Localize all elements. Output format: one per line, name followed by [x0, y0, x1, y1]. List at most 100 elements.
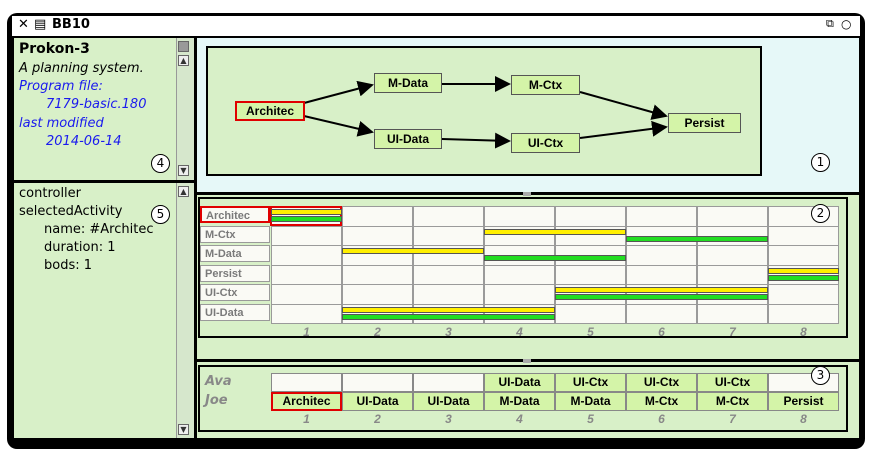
gantt-cell[interactable]: [342, 225, 413, 246]
assignment-cell[interactable]: Persist: [768, 392, 839, 411]
gantt-bar-actual[interactable]: [484, 255, 626, 261]
gantt-bar-planned[interactable]: [555, 287, 768, 293]
last-modified-value: 2014-06-14: [46, 134, 122, 149]
gantt-bar-planned[interactable]: [342, 306, 555, 313]
gantt-cell[interactable]: [484, 264, 555, 285]
gantt-cell[interactable]: [484, 284, 555, 305]
gantt-cell[interactable]: [697, 264, 768, 285]
gantt-row-label[interactable]: UI-Data: [200, 303, 270, 321]
scroll-down-icon[interactable]: ▼: [178, 424, 189, 435]
graph-node-architec[interactable]: Architec: [235, 101, 305, 121]
gantt-row-label[interactable]: M-Data: [200, 245, 270, 262]
gantt-bar-planned[interactable]: [484, 228, 626, 235]
circle-icon[interactable]: ○: [841, 17, 852, 31]
menu-icon[interactable]: ▤: [34, 17, 47, 32]
scroll-up-icon[interactable]: ▲: [178, 55, 189, 66]
splitter-handle[interactable]: [523, 359, 531, 363]
gantt-cell[interactable]: [342, 206, 413, 227]
graph-node-m-data[interactable]: M-Data: [374, 73, 442, 93]
assignment-cell[interactable]: M-Ctx: [626, 392, 697, 411]
gantt-bar-planned[interactable]: [342, 248, 484, 254]
assignment-cell[interactable]: [271, 373, 342, 392]
app-title: Prokon-3: [19, 41, 90, 57]
scroll-down-icon[interactable]: ▼: [178, 165, 189, 176]
assignment-cell[interactable]: UI-Ctx: [626, 373, 697, 392]
gantt-bar-actual[interactable]: [342, 313, 555, 320]
gantt-bar-planned[interactable]: [271, 209, 342, 215]
edge-architec-mdata: [303, 80, 374, 104]
gantt-cell[interactable]: [555, 303, 626, 324]
gantt-cell[interactable]: [342, 284, 413, 305]
assignment-cell[interactable]: UI-Ctx: [697, 373, 768, 392]
graph-node-m-ctx[interactable]: M-Ctx: [511, 75, 580, 95]
inspector-line: duration: 1: [44, 240, 116, 255]
gantt-cell[interactable]: [697, 303, 768, 324]
gantt-cell[interactable]: [697, 206, 768, 227]
gantt-row-label[interactable]: Architec: [200, 206, 270, 223]
gantt-cell[interactable]: [697, 245, 768, 266]
graph-node-ui-ctx[interactable]: UI-Ctx: [511, 133, 580, 153]
gantt-cell[interactable]: [271, 264, 342, 285]
marker-5: 5: [151, 205, 170, 224]
assignment-cell[interactable]: M-Data: [484, 392, 555, 411]
assignment-cell[interactable]: M-Ctx: [697, 392, 768, 411]
program-file-value: 7179-basic.180: [46, 97, 147, 112]
assignment-cell[interactable]: [342, 373, 413, 392]
gantt-row-label[interactable]: M-Ctx: [200, 225, 270, 243]
close-icon[interactable]: ✕: [18, 17, 29, 32]
assign-column-label: 4: [516, 412, 523, 426]
gantt-bar-actual[interactable]: [271, 216, 342, 222]
gantt-cell[interactable]: [271, 225, 342, 246]
gantt-cell[interactable]: [342, 264, 413, 285]
assignment-cell[interactable]: UI-Ctx: [555, 373, 626, 392]
gantt-bar-planned[interactable]: [768, 267, 839, 274]
gantt-cell[interactable]: [626, 264, 697, 285]
graph-node-persist[interactable]: Persist: [668, 113, 741, 133]
gantt-column-label: 7: [729, 325, 736, 339]
info-scrollbar[interactable]: ▲ ▼: [176, 38, 194, 180]
assignment-cell[interactable]: UI-Data: [413, 392, 484, 411]
graph-node-ui-data[interactable]: UI-Data: [374, 129, 442, 149]
gantt-cell[interactable]: [626, 245, 697, 266]
gantt-cell[interactable]: [626, 206, 697, 227]
assignment-cell[interactable]: UI-Data: [484, 373, 555, 392]
gantt-cell[interactable]: [271, 303, 342, 324]
gantt-column-label: 6: [658, 325, 665, 339]
marker-4: 4: [151, 154, 170, 173]
gantt-cell[interactable]: [484, 206, 555, 227]
gantt-cell[interactable]: [413, 225, 484, 246]
splitter-handle[interactable]: [523, 192, 531, 196]
gantt-cell[interactable]: [768, 303, 839, 324]
assign-column-label: 6: [658, 412, 665, 426]
assignment-cell[interactable]: UI-Data: [342, 392, 413, 411]
gantt-cell[interactable]: [768, 225, 839, 246]
gantt-column-label: 1: [303, 325, 310, 339]
gantt-cell[interactable]: [768, 284, 839, 305]
gantt-bar-actual[interactable]: [768, 274, 839, 281]
gantt-cell[interactable]: [555, 264, 626, 285]
gantt-cell[interactable]: [413, 264, 484, 285]
gantt-row-label[interactable]: UI-Ctx: [200, 284, 270, 301]
gantt-bar-actual[interactable]: [626, 235, 768, 242]
gantt-cell[interactable]: [271, 284, 342, 305]
gantt-cell[interactable]: [626, 303, 697, 324]
inspector-line: name: #Architec: [44, 222, 154, 237]
restore-icon[interactable]: ⧉: [826, 17, 834, 30]
assignment-cell[interactable]: M-Data: [555, 392, 626, 411]
inspector-scrollbar[interactable]: ▲ ▼: [176, 183, 194, 438]
gantt-cell[interactable]: [413, 284, 484, 305]
scroll-thumb[interactable]: [178, 41, 189, 52]
gantt-bar-actual[interactable]: [555, 294, 768, 300]
edge-uidata-uictx: [441, 132, 511, 149]
scroll-up-icon[interactable]: ▲: [178, 186, 189, 197]
gantt-cell[interactable]: [271, 245, 342, 266]
assignment-cell[interactable]: [413, 373, 484, 392]
gantt-frame: [198, 197, 848, 338]
assignment-cell[interactable]: Architec: [271, 392, 342, 411]
gantt-cell[interactable]: [555, 206, 626, 227]
gantt-cell[interactable]: [413, 206, 484, 227]
gantt-row-label[interactable]: Persist: [200, 264, 270, 282]
gantt-cell[interactable]: [768, 245, 839, 266]
gantt-column-label: 8: [800, 325, 807, 339]
